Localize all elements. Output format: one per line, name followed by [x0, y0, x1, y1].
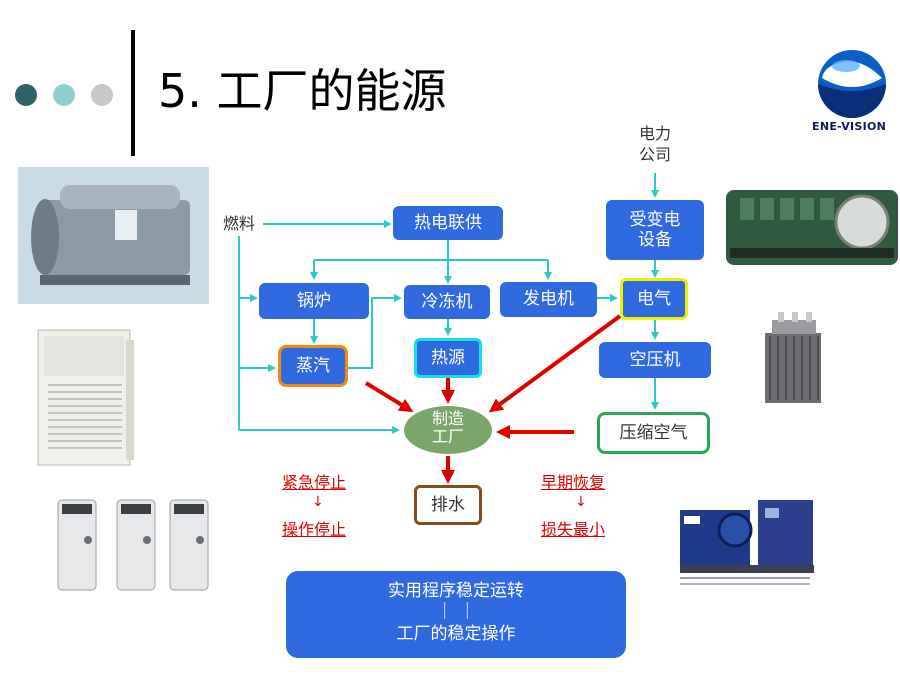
- header-dot-mid: [53, 84, 75, 106]
- compressed-air-node: 压缩空气: [597, 412, 710, 454]
- steam-node: 蒸汽: [278, 345, 348, 387]
- electricity-node: 电气: [620, 278, 688, 320]
- summary-box: 实用程序稳定运转 ｜ ｜ 工厂的稳定操作: [286, 571, 626, 658]
- substation-node: 受变电 设备: [606, 200, 704, 260]
- note-left-arrow: ↓: [312, 494, 324, 510]
- generator-node: 发电机: [500, 282, 597, 317]
- fuel-label: 燃料: [222, 214, 255, 233]
- chiller-node: 冷冻机: [404, 285, 490, 319]
- drainage-node: 排水: [414, 485, 482, 525]
- factory-label: 制造 工厂: [431, 409, 464, 447]
- slide-title: 5. 工厂的能源: [158, 64, 447, 118]
- header-dot-dark: [15, 84, 37, 106]
- summary-line-3: 工厂的稳定操作: [396, 623, 516, 644]
- note-emergency-stop: 紧急停止: [282, 473, 347, 492]
- boiler-node: 锅炉: [259, 283, 369, 319]
- header-divider: [131, 30, 135, 156]
- note-minimal-loss: 损失最小: [541, 520, 606, 539]
- summary-line-2: ｜ ｜: [436, 602, 476, 623]
- air-compressor-node: 空压机: [599, 342, 711, 378]
- logo-text: ENE-VISION: [812, 120, 887, 133]
- power-company-label: 电力 公司: [638, 124, 671, 164]
- cogeneration-node: 热电联供: [393, 206, 503, 240]
- header-dot-light: [91, 84, 113, 106]
- summary-line-1: 实用程序稳定运转: [388, 581, 524, 601]
- heat-source-node: 热源: [414, 338, 482, 378]
- note-early-recovery: 早期恢复: [541, 473, 606, 492]
- note-operation-stop: 操作停止: [282, 520, 347, 539]
- note-right-arrow: ↓: [575, 494, 587, 510]
